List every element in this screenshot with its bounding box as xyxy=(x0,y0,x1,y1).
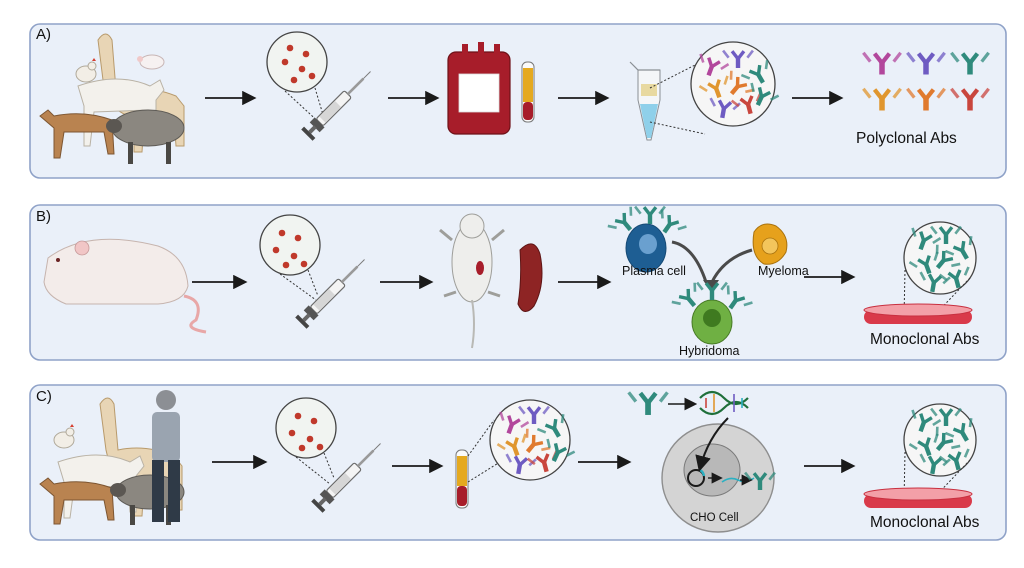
monoclonal-zoom-c xyxy=(903,403,981,503)
polyclonal-zoom xyxy=(690,41,780,127)
hybridoma-cell-icon xyxy=(670,281,754,345)
petri-dish-c xyxy=(863,487,973,508)
polyclonal-zoom-c xyxy=(489,399,576,481)
dna-icon xyxy=(699,390,749,416)
antigen-zoom-a xyxy=(266,31,328,126)
myeloma-label: Myeloma xyxy=(758,264,809,278)
monoclonal-zoom-b xyxy=(903,221,981,321)
monoclonal-abs-label-c: Monoclonal Abs xyxy=(870,514,980,531)
antigen-zoom-c xyxy=(275,397,337,485)
monoclonal-abs-label-b: Monoclonal Abs xyxy=(870,331,980,348)
blood-tube-icon xyxy=(521,61,535,123)
hybridoma-label: Hybridoma xyxy=(679,344,740,358)
petri-dish-b xyxy=(863,303,973,324)
blood-bag-icon xyxy=(447,42,511,135)
animals-group-a xyxy=(39,33,185,164)
panel-b-label: B) xyxy=(36,208,51,225)
blood-tube-c-icon xyxy=(455,419,501,509)
polyclonal-abs-label: Polyclonal Abs xyxy=(856,130,957,147)
plasma-cell-label: Plasma cell xyxy=(622,264,686,278)
panel-a-label: A) xyxy=(36,26,51,43)
plasma-cell-icon xyxy=(606,205,688,273)
cho-cell-icon xyxy=(661,417,776,533)
panel-c-label: C) xyxy=(36,388,52,405)
cho-cell-label: CHO Cell xyxy=(690,512,739,524)
microtube-icon xyxy=(629,61,706,141)
antigen-zoom-b xyxy=(259,214,321,301)
animals-group-c xyxy=(39,390,185,525)
dissected-mouse-icon xyxy=(439,213,505,349)
spleen-icon xyxy=(517,243,543,312)
rat-icon xyxy=(43,238,207,334)
myeloma-cell-icon xyxy=(752,223,788,265)
